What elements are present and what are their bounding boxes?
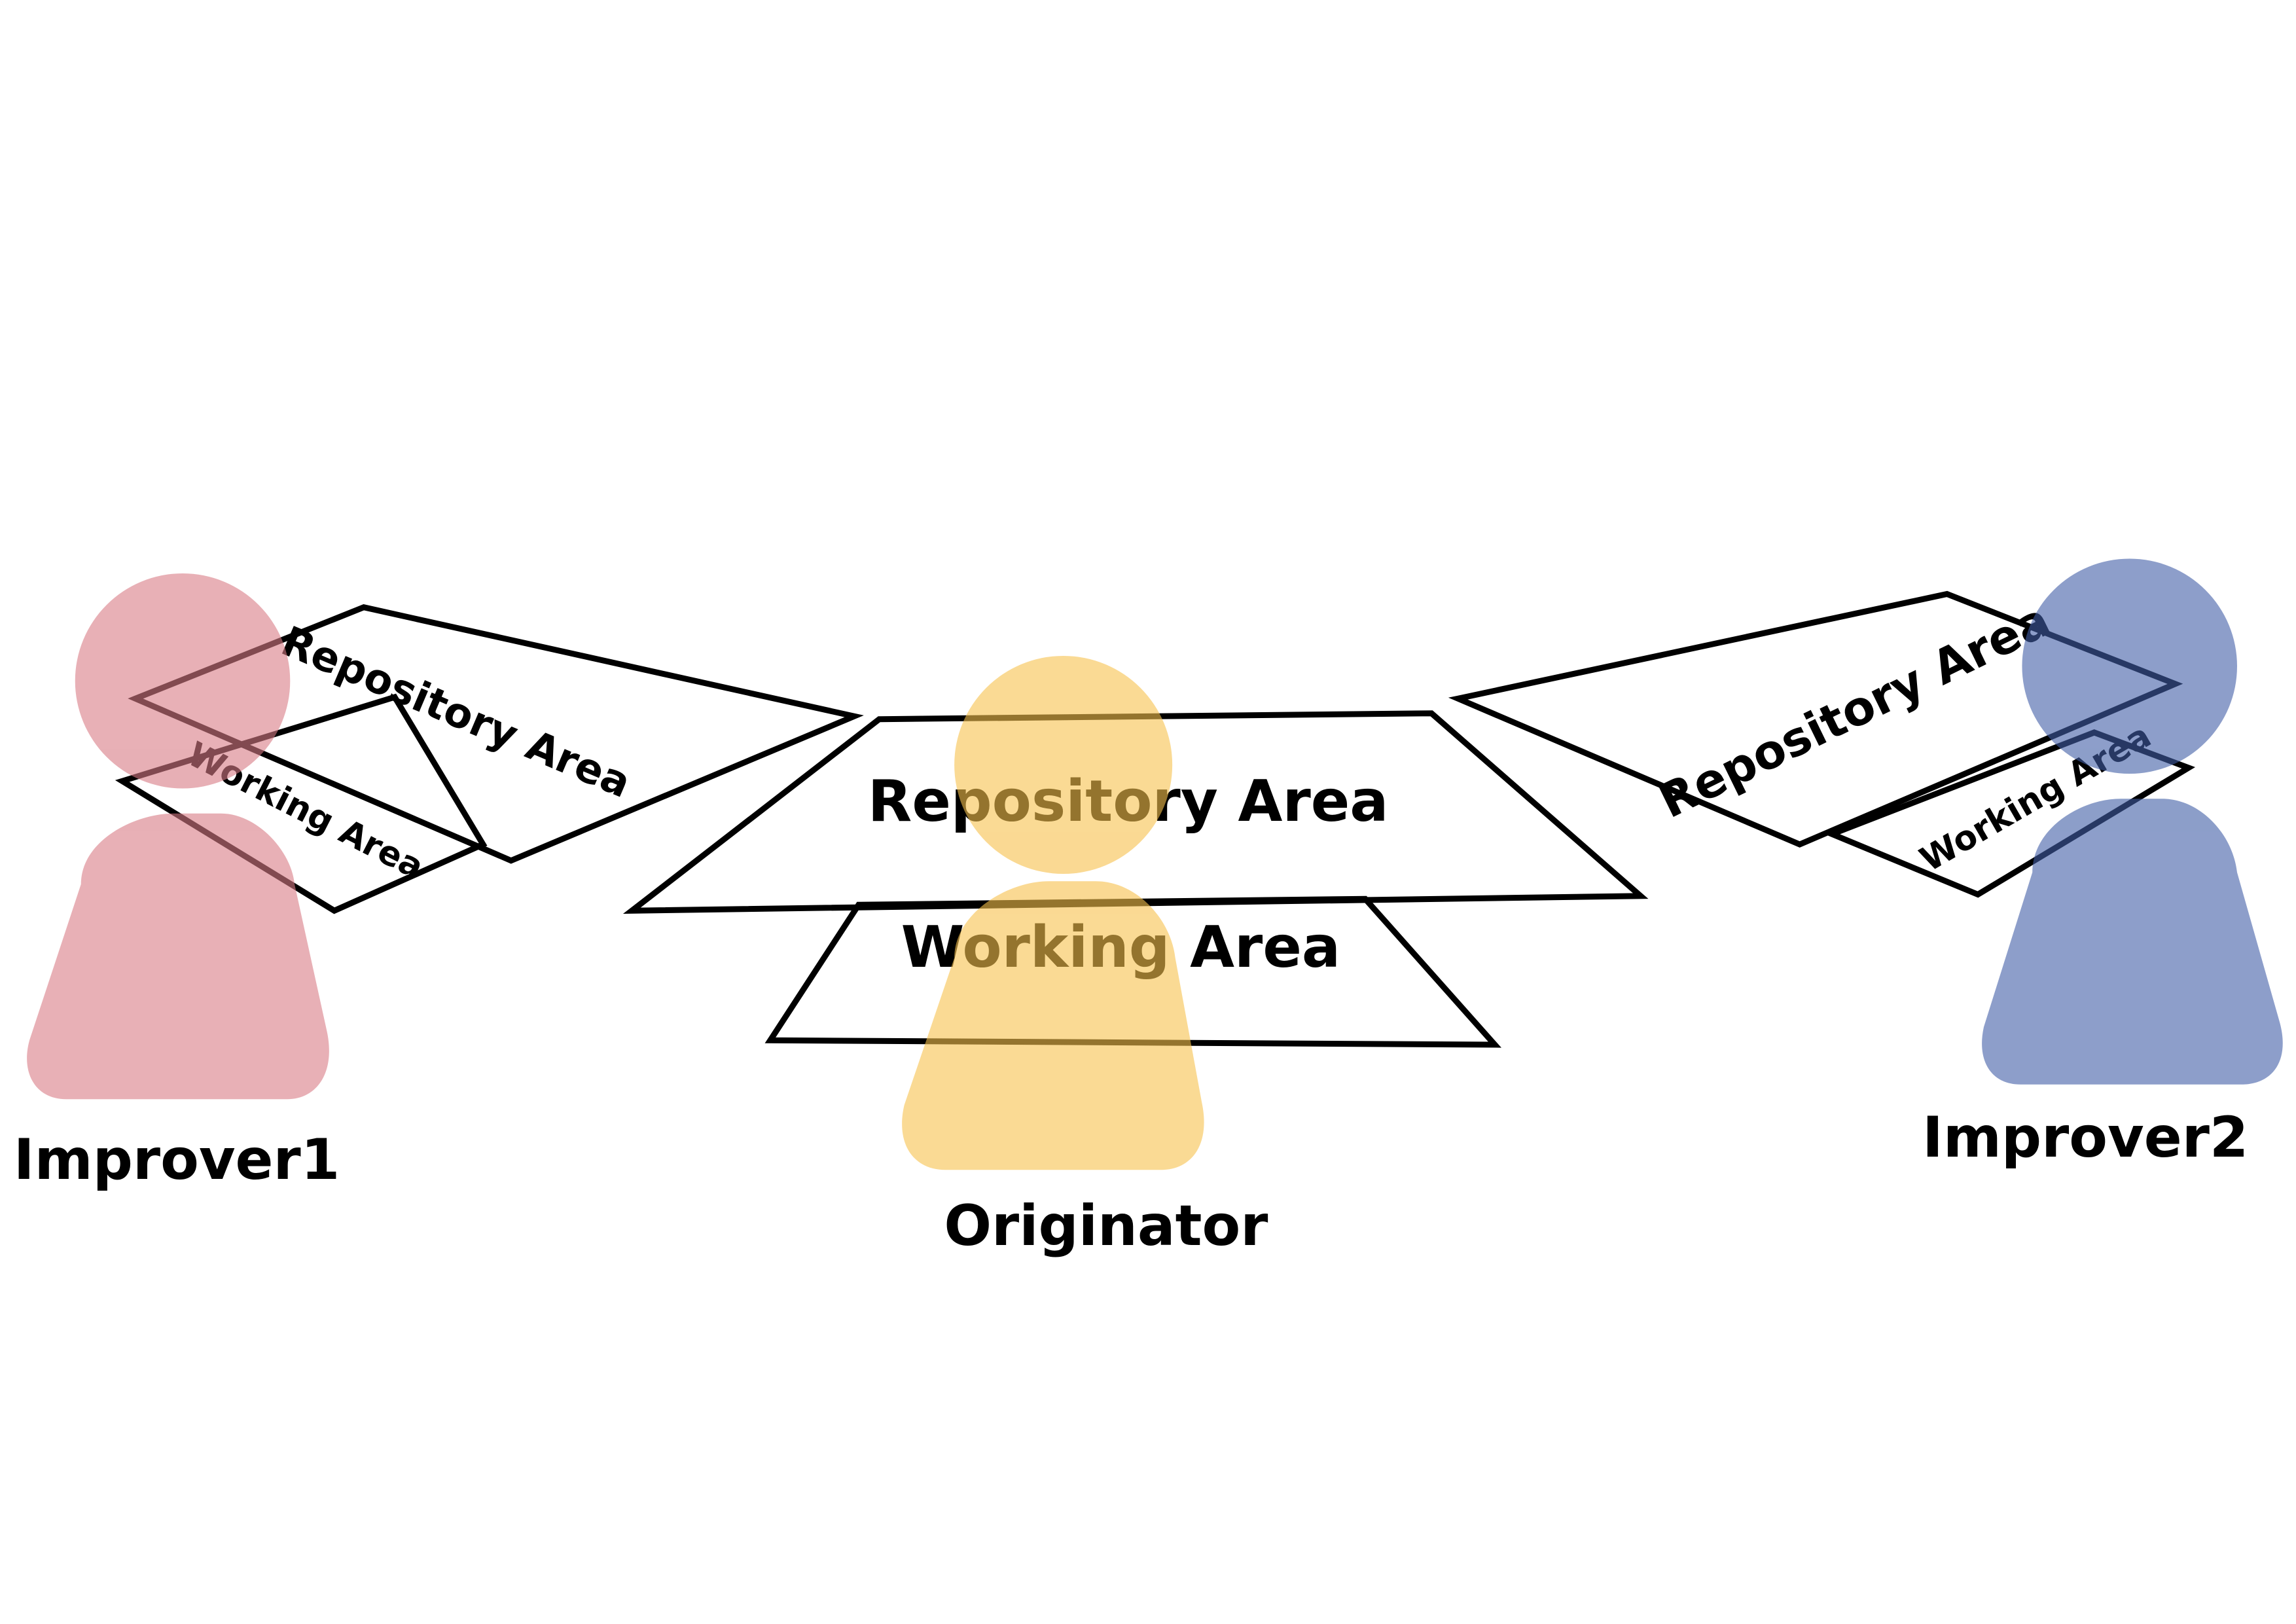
originator-repository-area	[622, 710, 1649, 914]
improver2-working-area	[1824, 729, 2196, 898]
improver1-body	[27, 813, 329, 1100]
improver2-head	[2022, 558, 2237, 774]
improver1-group: Repository Area Working Area Improver1	[14, 573, 864, 1193]
improver1-repository-label: Repository Area	[275, 617, 637, 807]
originator-group: Repository Area Working Area Originator	[622, 655, 1649, 1259]
originator-person-icon	[902, 655, 1204, 1170]
improver2-group: Repository Area Working Area Improver2	[1448, 558, 2283, 1170]
improver1-person-icon	[27, 573, 329, 1100]
originator-name: Originator	[944, 1194, 1268, 1259]
improver1-head	[75, 573, 291, 789]
improver1-name: Improver1	[14, 1128, 340, 1193]
improver2-name: Improver2	[1922, 1106, 2248, 1170]
improver2-body	[1982, 799, 2283, 1085]
originator-body	[902, 881, 1204, 1170]
improver2-person-icon	[1982, 558, 2283, 1085]
improver1-repository-area	[128, 604, 864, 864]
originator-head	[954, 655, 1173, 875]
improver2-repository-label: Repository Area	[1650, 592, 2058, 829]
